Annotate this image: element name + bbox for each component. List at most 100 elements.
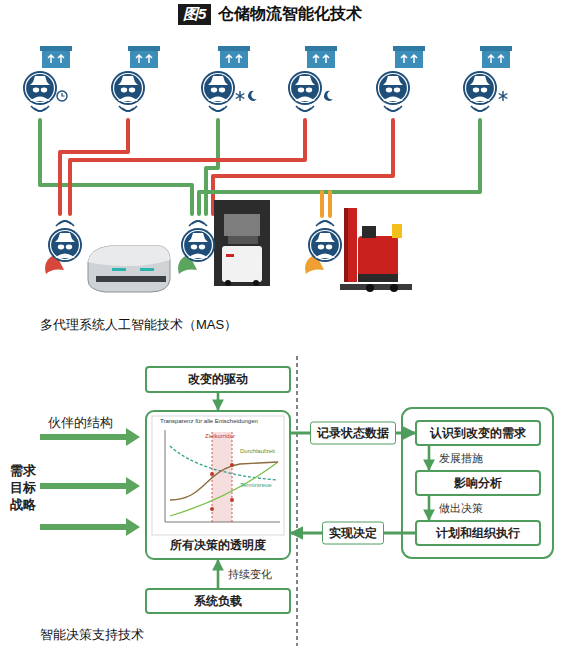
top-agents-part xyxy=(209,106,227,111)
top-agents-part xyxy=(23,71,57,105)
node-text: 认识到改变的需求 xyxy=(430,425,526,442)
agv-robot-part xyxy=(88,246,170,292)
chart-title: Transparenz für alle Entscheidungen xyxy=(160,418,258,424)
transparency-chart-part xyxy=(210,472,214,476)
input-arrows xyxy=(40,428,140,536)
chart-series-label: Durchlaufzeit xyxy=(240,448,275,454)
forklift-robot-part xyxy=(358,274,398,282)
process-box: 影响分析 xyxy=(415,470,541,496)
transparency-chart xyxy=(152,416,284,535)
top-agents-part xyxy=(248,91,257,101)
agv-robot-part xyxy=(88,246,170,266)
mobile-robot-photo-part xyxy=(226,254,234,257)
input-arrows-part xyxy=(40,518,140,536)
mobile-robot-photo-part xyxy=(222,246,262,282)
input-label: 需求 目标 战略 xyxy=(10,462,38,513)
forklift-robot-part xyxy=(390,284,398,292)
transparency-chart-part xyxy=(230,498,234,502)
agent-links-part xyxy=(199,120,480,214)
flow-arrow xyxy=(428,496,431,520)
robot-agents-part xyxy=(56,221,74,226)
forklift-robot-part xyxy=(348,208,357,282)
edge-label: 做出决策 xyxy=(439,501,483,516)
top-agents-part xyxy=(218,46,250,68)
agent-links-part xyxy=(320,192,324,216)
robot-agents-part xyxy=(316,221,334,226)
edge-label: 发展措施 xyxy=(439,451,483,466)
figure-caption: 智能决策支持技术 xyxy=(40,626,144,644)
figure-title: 仓储物流智能化技术 xyxy=(218,4,362,25)
forklift-robot-part xyxy=(366,284,374,292)
mobile-robot-photo-part xyxy=(225,280,231,286)
top-agents-part xyxy=(480,46,512,68)
agent-links-part xyxy=(328,192,332,216)
top-agents-part xyxy=(305,46,337,68)
transparency-chart-part xyxy=(210,507,214,511)
transparency-chart-part xyxy=(165,430,166,522)
mobile-robot-photo-part xyxy=(214,200,270,286)
node-text: 系统负载 xyxy=(194,593,242,610)
forklift-robot-part xyxy=(340,284,412,290)
flow-arrow xyxy=(428,446,431,470)
top-agents-part xyxy=(384,106,402,111)
top-agents-part xyxy=(324,91,333,101)
top-agents-part xyxy=(393,46,425,68)
agv-robot-part xyxy=(140,268,154,271)
driver-box: 改变的驱动 xyxy=(145,366,291,393)
top-agents-part xyxy=(463,71,497,105)
agv-robot xyxy=(88,246,170,292)
forklift-robot-part xyxy=(362,226,376,238)
clock-icon-part xyxy=(57,91,67,101)
top-agents-part xyxy=(376,71,410,105)
edge-label: 实现决定 xyxy=(322,522,384,545)
transparency-chart-part xyxy=(212,432,232,522)
robot-agents xyxy=(45,221,342,274)
transparency-chart-part xyxy=(232,432,233,522)
top-agents-part xyxy=(288,71,322,105)
top-agents-part xyxy=(471,106,489,111)
transparency-box: 所有决策的透明度 xyxy=(145,410,291,560)
node-text: 所有决策的透明度 xyxy=(147,537,289,554)
top-agents-part xyxy=(31,106,49,111)
figure-caption: 多代理系统人工智能技术（MAS） xyxy=(40,316,237,334)
mobile-robot-photo-part xyxy=(228,236,258,244)
mobile-robot-photo-part xyxy=(224,214,260,236)
node-text: 影响分析 xyxy=(454,475,502,492)
transparency-chart-part xyxy=(230,463,234,467)
edge-label: 记录状态数据 xyxy=(310,422,396,445)
node-text: 计划和组织执行 xyxy=(436,525,520,542)
top-agents-part xyxy=(111,71,145,105)
clock-icon-part xyxy=(62,93,65,96)
top-agents-part xyxy=(499,91,508,101)
transparency-chart-part xyxy=(152,416,284,535)
chart-annotation: Zielkorridor xyxy=(205,433,235,439)
transparency-chart-part xyxy=(170,462,278,516)
flow-arrow xyxy=(217,393,220,410)
agv-robot-part xyxy=(96,276,166,282)
robot-agents-part xyxy=(48,228,82,262)
clock-icon xyxy=(57,91,67,101)
input-arrows-part xyxy=(40,428,140,446)
forklift-robot-part xyxy=(344,208,348,282)
forklift-robot-part xyxy=(358,236,398,282)
forklift-robot xyxy=(340,208,412,292)
agent-links-part xyxy=(70,120,305,214)
input-label: 伙伴的结构 xyxy=(48,414,113,432)
node-text: 改变的驱动 xyxy=(188,371,248,388)
flow-arrow xyxy=(217,560,220,588)
edge-label: 持续变化 xyxy=(228,567,272,582)
top-agents-part xyxy=(201,71,235,105)
agent-links-part xyxy=(40,120,192,214)
process-group-frame xyxy=(402,408,553,558)
agv-robot-part xyxy=(112,268,126,271)
top-agents-part xyxy=(119,106,137,111)
process-box: 计划和组织执行 xyxy=(415,520,541,546)
robot-agents-part xyxy=(189,221,207,226)
forklift-robot-part xyxy=(392,224,402,238)
mobile-robot-photo-part xyxy=(253,280,259,286)
mobile-robot-photo xyxy=(214,200,270,286)
input-arrows-part xyxy=(40,477,140,495)
chart-series-label: Termintreue xyxy=(240,482,272,488)
transparency-chart-part xyxy=(170,462,278,500)
